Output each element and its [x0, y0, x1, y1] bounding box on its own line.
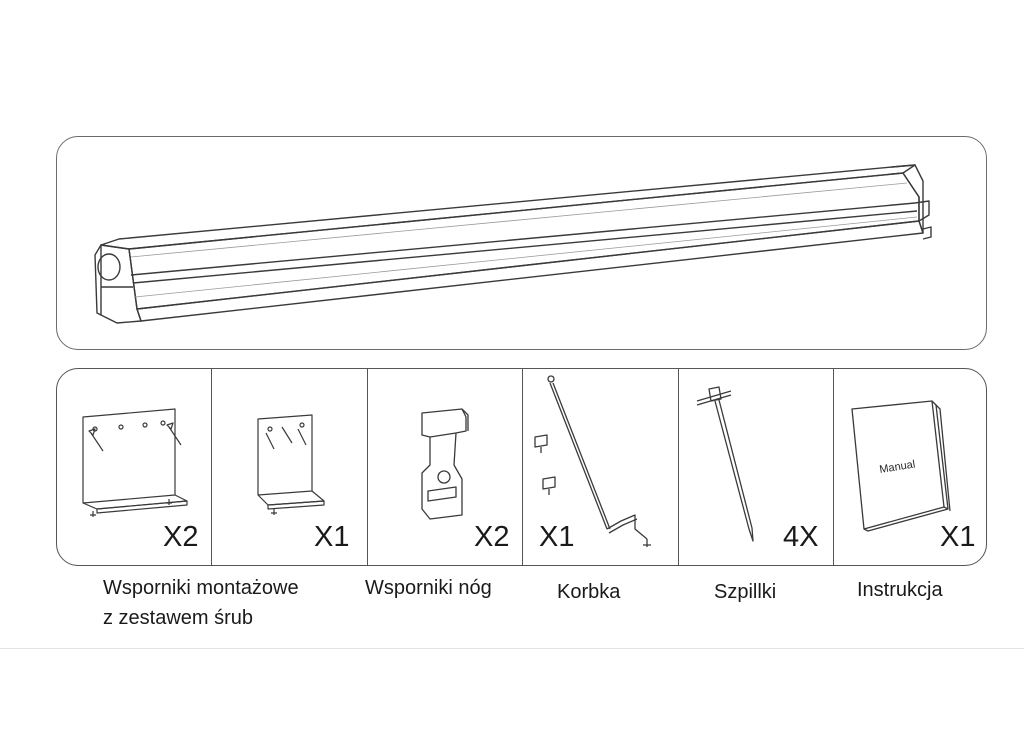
- bottom-divider: [0, 648, 1024, 649]
- quantity-label: X2: [163, 521, 199, 553]
- pin-illustration: [696, 386, 754, 542]
- parts-panel: X2 X1: [56, 368, 987, 566]
- part-cell-mounting-brackets: X2: [57, 369, 212, 565]
- crank-handle-illustration: [534, 375, 651, 547]
- quantity-label: X2: [474, 521, 510, 553]
- mounting-brackets-illustration: [82, 408, 188, 517]
- manual-book-text: Manual: [879, 458, 917, 475]
- caption-mounting-brackets-line2: z zestawem śrub: [103, 607, 254, 629]
- part-cell-crank-handle: X1: [523, 369, 679, 565]
- leg-bracket-illustration: [421, 408, 469, 520]
- caption-crank: Korbka: [557, 581, 621, 603]
- quantity-label: X1: [539, 521, 575, 553]
- part-cell-pins: 4X: [679, 369, 834, 565]
- awning-cassette-illustration: [94, 164, 932, 324]
- part-cell-mounting-bracket-single: X1: [212, 369, 368, 565]
- caption-manual: Instrukcja: [857, 579, 943, 601]
- quantity-label: 4X: [783, 521, 819, 553]
- mounting-bracket-single-illustration: [257, 414, 325, 515]
- manual-book-illustration: Manual: [851, 400, 951, 532]
- caption-mounting-brackets-line1: Wsporniki montażowe: [103, 577, 299, 599]
- part-cell-manual: Manual X1: [834, 369, 986, 565]
- quantity-label: X1: [314, 521, 350, 553]
- awning-panel: [56, 136, 987, 350]
- caption-pins: Szpillki: [714, 581, 777, 603]
- quantity-label: X1: [940, 521, 976, 553]
- part-cell-leg-brackets: X2: [368, 369, 523, 565]
- caption-leg-brackets: Wsporniki nóg: [365, 577, 492, 599]
